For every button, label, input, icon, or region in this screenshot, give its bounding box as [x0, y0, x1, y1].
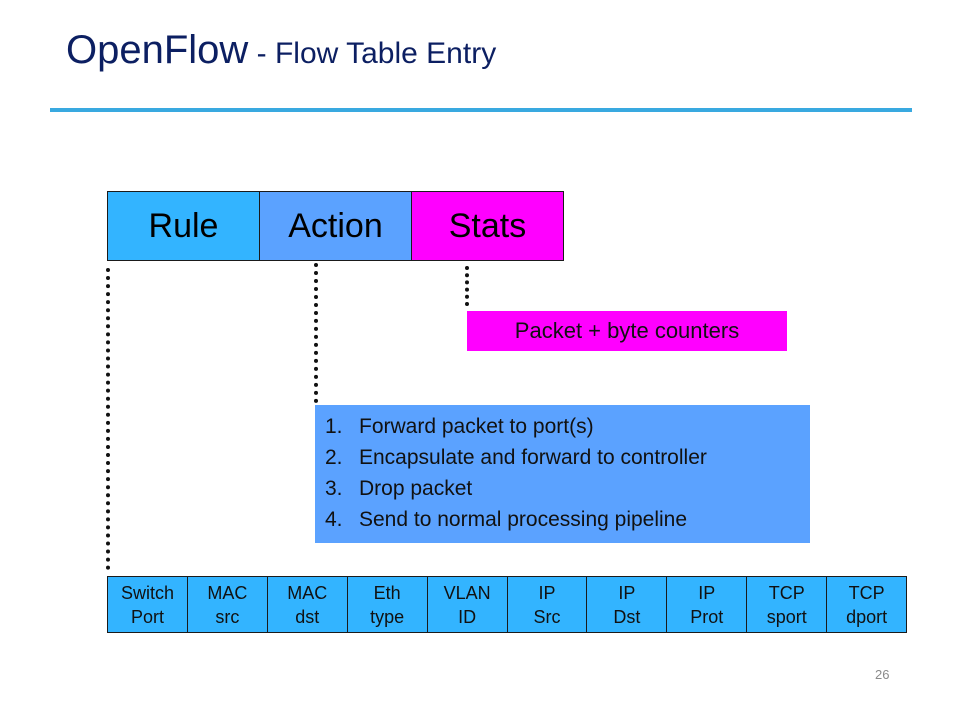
field-line2: sport — [766, 606, 807, 627]
field-line2: ID — [458, 606, 477, 627]
rule-box: Rule — [107, 191, 260, 261]
field-line2: Dst — [613, 606, 641, 627]
field-line1: TCP — [768, 582, 805, 603]
field-vlan-id: VLAN ID — [426, 576, 508, 633]
action-number: 3. — [325, 477, 343, 500]
field-ip-prot: IP Prot — [666, 576, 748, 633]
rule-dotted-connector — [106, 268, 110, 570]
field-eth-type: Eth type — [346, 576, 428, 633]
title-sub: Flow Table Entry — [274, 37, 497, 70]
field-ip-src: IP Src — [506, 576, 588, 633]
action-text: Forward packet to port(s) — [359, 415, 594, 438]
field-ip-dst: IP Dst — [586, 576, 668, 633]
action-item: 3. Drop packet — [325, 473, 810, 504]
field-line2: dst — [295, 606, 320, 627]
field-tcp-dport: TCP dport — [826, 576, 908, 633]
action-item: 4. Send to normal processing pipeline — [325, 504, 810, 535]
page-number: 26 — [875, 667, 890, 682]
action-list-box: 1. Forward packet to port(s) 2. Encapsulat… — [315, 405, 810, 543]
field-line2: Port — [130, 606, 164, 627]
action-text: Send to normal processing pipeline — [359, 508, 688, 531]
field-line1: Switch — [120, 582, 174, 603]
field-tcp-sport: TCP sport — [746, 576, 828, 633]
action-list: 1. Forward packet to port(s) 2. Encapsulat… — [325, 411, 810, 535]
title-underline — [50, 108, 912, 112]
field-line2: src — [215, 606, 240, 627]
stats-box: Stats — [411, 191, 564, 261]
slide-title: OpenFlow - Flow Table Entry — [66, 28, 496, 73]
field-line1: VLAN — [443, 582, 491, 603]
field-line1: IP — [538, 582, 556, 603]
action-text: Encapsulate and forward to controller — [359, 446, 707, 469]
field-line2: type — [370, 606, 405, 627]
action-number: 4. — [325, 508, 343, 531]
action-number: 2. — [325, 446, 343, 469]
field-line2: Src — [533, 606, 561, 627]
field-line1: IP — [618, 582, 636, 603]
action-item: 1. Forward packet to port(s) — [325, 411, 810, 442]
stats-dotted-connector — [465, 266, 469, 306]
field-line1: MAC — [207, 582, 248, 603]
action-text: Drop packet — [359, 477, 473, 500]
title-main: OpenFlow — [66, 28, 249, 72]
action-item: 2. Encapsulate and forward to controller — [325, 442, 810, 473]
action-number: 1. — [325, 415, 343, 438]
field-mac-dst: MAC dst — [266, 576, 348, 633]
field-line2: Prot — [690, 606, 724, 627]
field-line1: Eth — [373, 582, 401, 603]
field-line2: dport — [846, 606, 888, 627]
title-separator: - — [248, 37, 275, 70]
action-dotted-connector — [314, 263, 318, 403]
field-line1: TCP — [848, 582, 885, 603]
field-line1: MAC — [287, 582, 328, 603]
stats-detail-box: Packet + byte counters — [467, 311, 787, 351]
field-line1: IP — [698, 582, 716, 603]
action-box: Action — [259, 191, 412, 261]
field-mac-src: MAC src — [186, 576, 268, 633]
